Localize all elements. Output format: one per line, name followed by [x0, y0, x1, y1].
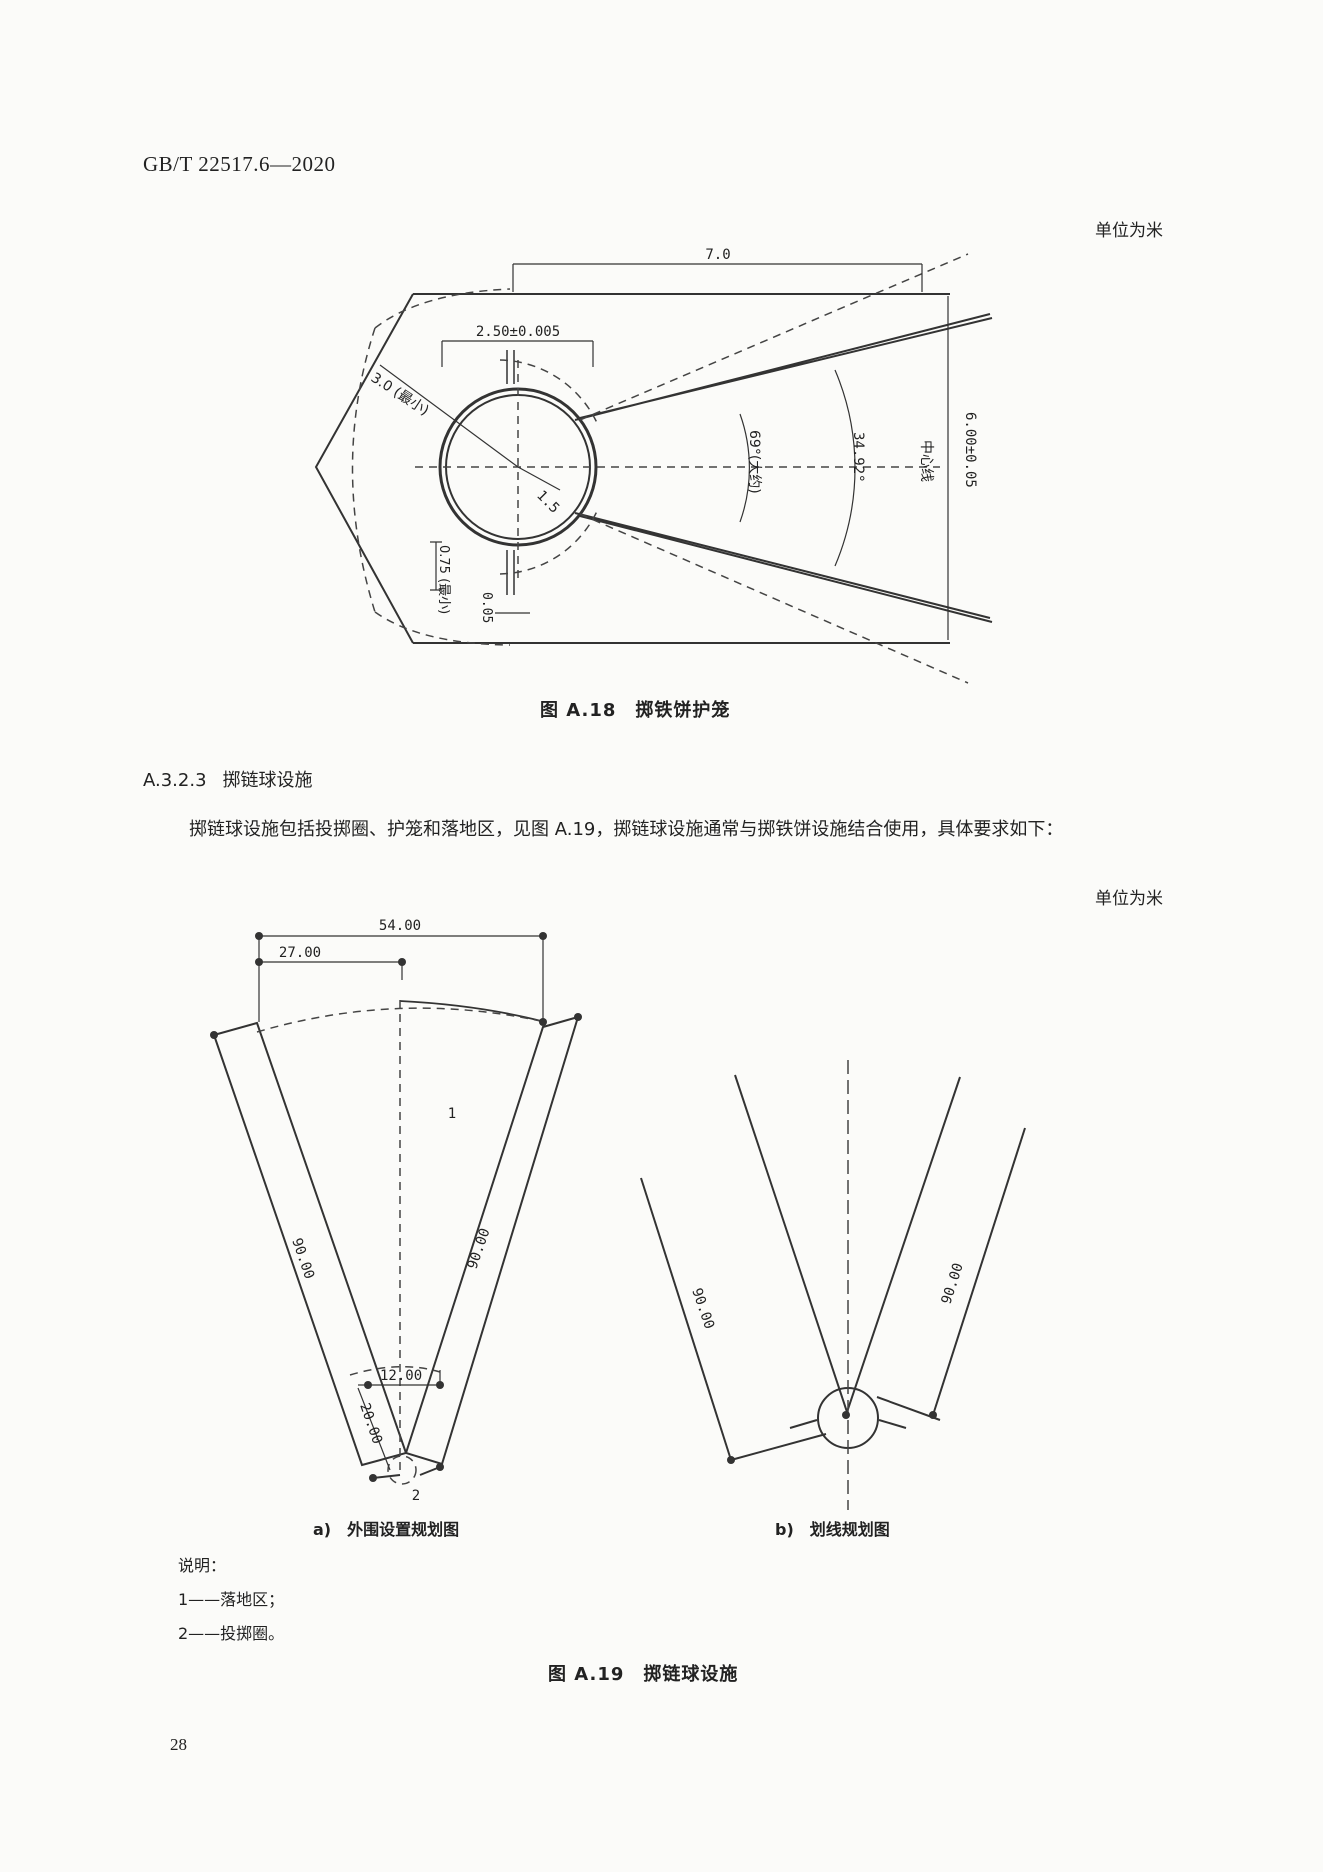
fig18-post-min-label: 0.75 (最小): [436, 545, 451, 614]
fig19-sub-caption-b: b) 划线规划图: [775, 1520, 890, 1539]
fig19a-left-length-label: 90.00: [288, 1236, 317, 1281]
fig18-radius-label: 1.5: [533, 488, 562, 517]
fig19b-right-length-label: 90.00: [939, 1261, 967, 1306]
fig18-discus-cage-drawing: 7.0 2.50±0.005 3.0 (最小) 1.5 69°(大约) 34.9…: [314, 247, 993, 684]
fig19a-dim-half-width: [259, 961, 403, 980]
fig19a-inner-width-label: 12.00: [380, 1368, 422, 1384]
fig19a-half-width-label: 27.00: [279, 945, 321, 961]
fig19a-throw-circle-dash: [387, 1455, 417, 1485]
fig19b-points: [727, 1411, 937, 1464]
fig19a-arc-dash: [256, 1007, 546, 1033]
fig19a-inner-length-label: 20.00: [356, 1401, 385, 1446]
fig18-dim-top-length: [512, 263, 923, 292]
fig18-upper-net-line: [574, 313, 993, 421]
fig18-arc-bottom: [374, 611, 511, 646]
fig19-legend-item: 2——投掷圈。: [178, 1624, 285, 1643]
fig18-arc-left: [351, 327, 376, 613]
standard-code: GB/T 22517.6—2020: [143, 152, 336, 176]
fig19a-dim-inner-length: [357, 1387, 391, 1471]
fig18-angle-arc: [834, 369, 856, 567]
fig18-dash-circle-top: [499, 359, 599, 426]
fig18-opening-label: 6.00±0.05: [962, 412, 978, 488]
fig18-dim-min-radius-line: [379, 364, 519, 468]
fig19-sub-caption-a: a) 外围设置规划图: [313, 1520, 460, 1539]
body-paragraph: 掷链球设施包括投掷圈、护笼和落地区，见图 A.19，掷链球设施通常与掷铁饼设施结…: [189, 819, 1064, 840]
fig19-legend-item: 1——落地区；: [178, 1590, 285, 1609]
fig19a-inner-arc-dash: [349, 1365, 441, 1376]
section-title: 掷链球设施: [222, 770, 313, 791]
fig19a-dim-top-width: [258, 935, 544, 1022]
fig19-unit-note: 单位为米: [1095, 889, 1163, 909]
fig18-lower-sector-dash: [579, 513, 969, 684]
fig19-caption: 图 A.19 掷链球设施: [548, 1664, 739, 1685]
fig19b-left-length-label: 90.00: [688, 1286, 717, 1331]
fig18-angle-approx-arc: [739, 413, 750, 523]
fig19-legend-title: 说明：: [178, 1556, 227, 1575]
fig19a-top-width-label: 54.00: [379, 918, 421, 934]
fig19a-right-length-label: 90.00: [465, 1226, 494, 1271]
section-heading: A.3.2.3 掷链球设施: [143, 766, 313, 792]
page-number: 28: [170, 1735, 187, 1754]
fig18-dim-radius-line: [517, 466, 561, 491]
fig19a-landing-label: 1: [448, 1106, 456, 1122]
fig18-top-length-label: 7.0: [705, 247, 730, 263]
fig18-angle-approx-label: 69°(大约): [746, 430, 762, 494]
fig18-upper-sector-dash: [579, 253, 969, 421]
fig18-post-lines: [506, 350, 515, 595]
fig18-dim-diameter: [441, 340, 594, 367]
fig18-gap-label: 0.05: [479, 592, 494, 623]
fig18-angle-label: 34.92°: [850, 432, 866, 483]
fig18-dash-circle-bottom: [499, 508, 599, 575]
fig18-diameter-label: 2.50±0.005: [476, 324, 560, 340]
fig19b-lines: [640, 1074, 1026, 1461]
fig18-unit-note: 单位为米: [1095, 221, 1163, 241]
fig19a-outline: [212, 1000, 580, 1479]
fig18-center-line-label: 中心线: [918, 440, 934, 482]
fig18-arc-top: [374, 288, 511, 329]
fig18-caption: 图 A.18 掷铁饼护笼: [540, 700, 731, 721]
fig19a-circle-label: 2: [412, 1488, 420, 1504]
fig19-hammer-facility-drawing: 54.00 27.00 1 90.00 90.00 12.00 20.00 2 …: [210, 918, 1026, 1510]
section-number: A.3.2.3: [143, 770, 207, 791]
fig18-lower-net-line: [574, 512, 993, 623]
fig18-min-radius-label: 3.0 (最小): [368, 370, 432, 419]
fig18-dim-post: [430, 541, 442, 591]
fig18-cage-outline: [314, 293, 950, 644]
fig19a-points: [210, 932, 582, 1482]
